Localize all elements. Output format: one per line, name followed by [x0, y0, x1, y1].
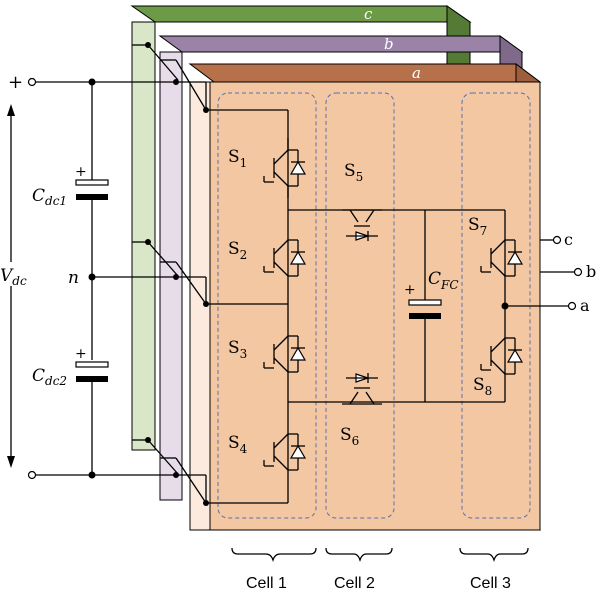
phase-layer-a: a — [188, 63, 542, 531]
output-label-a: a — [580, 296, 590, 315]
switch-s4-label: S4 — [228, 433, 248, 456]
cell-2-box — [325, 92, 395, 519]
switch-s7-label: S7 — [468, 215, 487, 238]
cell-3-wiring — [501, 210, 568, 402]
switch-s5-label: S5 — [344, 161, 363, 184]
switch-s7 — [480, 239, 524, 277]
switch-s5 — [342, 209, 382, 241]
dc-link — [0, 77, 206, 480]
switch-s8 — [480, 337, 524, 375]
cell-1-box — [217, 92, 317, 519]
layer-connections — [132, 42, 288, 506]
cell-1-switches — [287, 110, 340, 503]
plus-terminal-label: + — [8, 72, 23, 93]
output-terminals — [540, 235, 583, 311]
switch-s1-label: S1 — [228, 147, 247, 170]
cell-braces — [231, 547, 529, 563]
phase-label-a: a — [412, 64, 421, 82]
switch-s2-label: S2 — [228, 239, 247, 262]
output-label-b: b — [586, 262, 596, 281]
phase-label-b: b — [384, 35, 394, 53]
flying-cap-label: CFC — [428, 269, 459, 292]
switch-s2 — [263, 239, 307, 277]
neutral-label: n — [68, 268, 79, 288]
cap-dc1-label: Cdc1 — [32, 186, 67, 208]
cap-dc2-label: Cdc2 — [32, 366, 67, 388]
cell-3-label: Cell 3 — [470, 575, 511, 592]
switch-s6-label: S6 — [340, 425, 359, 448]
phase-label-c: c — [364, 5, 373, 23]
output-label-c: c — [564, 230, 573, 249]
switch-s1 — [263, 138, 307, 198]
flying-cap-plus: + — [404, 282, 416, 298]
vdc-label: Vdc — [0, 266, 27, 288]
switch-s3-label: S3 — [228, 338, 247, 361]
cell-2-label: Cell 2 — [334, 575, 375, 592]
switch-s4 — [263, 433, 307, 471]
cap-bottom-plus: + — [75, 346, 87, 362]
switch-s6 — [342, 373, 382, 405]
cell-1-label: Cell 1 — [246, 575, 287, 592]
cap-top-plus: + — [75, 164, 87, 180]
switch-s8-label: S8 — [473, 375, 492, 398]
switch-s3 — [263, 335, 307, 373]
